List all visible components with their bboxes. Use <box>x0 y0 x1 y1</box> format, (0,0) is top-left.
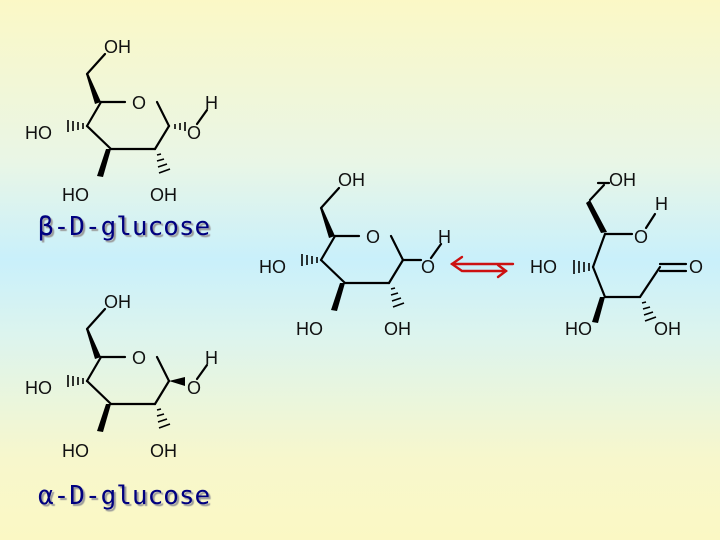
atom-oh: OH <box>150 185 177 205</box>
atom-ho: HO <box>565 319 592 339</box>
atom-ho: HO <box>296 319 323 339</box>
beta-glucose-caption: β-D-glucose <box>38 212 211 242</box>
alpha-glucose-structure: OH O H HO O HO OH <box>25 292 218 461</box>
atom-ho: HO <box>62 441 89 461</box>
atom-oh: OH <box>104 292 131 312</box>
cyclic-glucose-structure: OH O H HO O HO OH <box>259 170 451 339</box>
atom-h: H <box>205 348 218 368</box>
open-chain-glucose-structure: OH H O HO O HO OH <box>530 170 703 339</box>
atom-oh: OH <box>104 37 131 57</box>
atom-o: O <box>634 227 648 247</box>
alpha-glucose-caption: α-D-glucose <box>38 481 211 511</box>
atom-o: O <box>132 93 146 113</box>
atom-o: O <box>187 378 201 398</box>
atom-ho: HO <box>530 257 557 277</box>
beta-glucose-structure: OH O H HO O HO OH <box>25 37 218 205</box>
atom-o: O <box>421 257 435 277</box>
atom-oh: OH <box>654 319 681 339</box>
atom-h: H <box>205 93 218 113</box>
atom-oh: OH <box>338 170 365 190</box>
atom-o: O <box>132 348 146 368</box>
atom-carbonyl-o: O <box>689 257 703 277</box>
atom-oh: OH <box>150 441 177 461</box>
atom-ho: HO <box>62 185 89 205</box>
atom-o: O <box>187 123 201 143</box>
atom-o: O <box>366 227 380 247</box>
equilibrium-arrows <box>449 255 515 279</box>
atom-oh: OH <box>609 170 636 190</box>
atom-ho: HO <box>25 378 52 398</box>
atom-ho: HO <box>25 123 52 143</box>
atom-h: H <box>438 227 451 247</box>
atom-oh: OH <box>384 319 411 339</box>
atom-ho: HO <box>259 257 286 277</box>
atom-h: H <box>655 194 668 214</box>
